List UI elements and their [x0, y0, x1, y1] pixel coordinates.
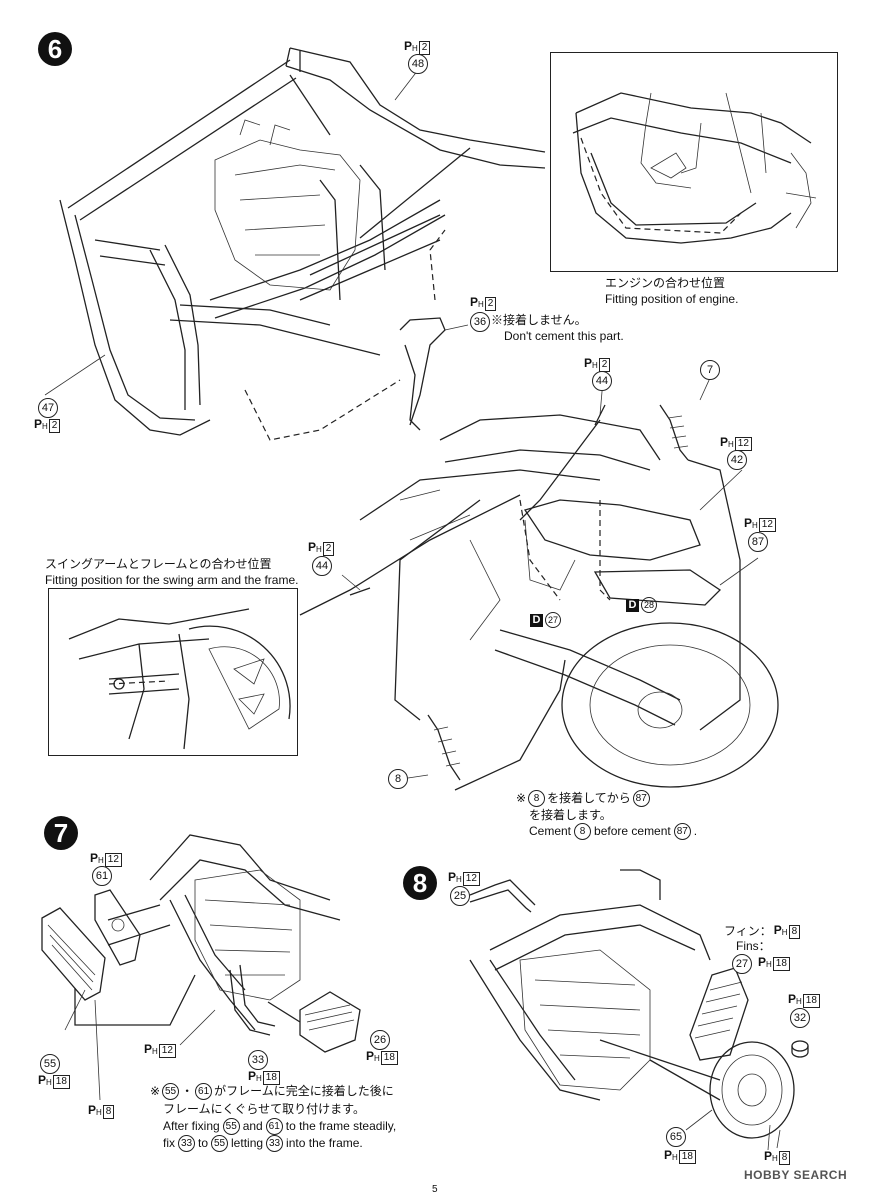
engine-inset-caption-en: Fitting position of engine.: [605, 292, 739, 306]
part-32: 32: [790, 1008, 810, 1028]
engine-inset-drawing: [572, 92, 817, 244]
step-6-number: 6: [38, 32, 72, 66]
swingarm-inset-caption-en: Fitting position for the swing arm and t…: [45, 573, 299, 587]
part-33: 33: [248, 1050, 268, 1070]
part-47: 47: [38, 398, 58, 418]
note-36-jp: ※接着しません。: [491, 313, 587, 327]
swingarm-inset-drawing: [68, 608, 291, 750]
engine-fit-inset: エンジンの合わせ位置 Fitting position of engine.: [550, 52, 838, 306]
part-44-upper: 44: [592, 371, 612, 391]
part-48: 48: [408, 54, 428, 74]
part-25: 25: [450, 886, 470, 906]
part-87: 87: [748, 532, 768, 552]
swingarm-inset-caption-jp: スイングアームとフレームとの合わせ位置: [45, 557, 272, 571]
part-61: 61: [92, 866, 112, 886]
engine-inset-caption-jp: エンジンの合わせ位置: [605, 276, 726, 290]
part-36: 36: [470, 312, 490, 332]
part-42: 42: [727, 450, 747, 470]
part-65: 65: [666, 1127, 686, 1147]
step-7-number: 7: [44, 816, 78, 850]
part-7: 7: [700, 360, 720, 380]
note-36-en: Don't cement this part.: [504, 329, 624, 343]
part-55: 55: [40, 1054, 60, 1074]
fins-label-en: Fins：: [736, 939, 771, 953]
part-27: 27: [732, 954, 752, 974]
page-number: 5: [432, 1184, 438, 1195]
step-8-number: 8: [403, 866, 437, 900]
hobby-search-watermark: HOBBY SEARCH: [744, 1168, 848, 1182]
part-44-lower: 44: [312, 556, 332, 576]
part-26: 26: [370, 1030, 390, 1050]
note-step7-jp-2: フレームにくぐらせて取り付けます。: [163, 1102, 365, 1116]
note-cement-jp-2: を接着します。: [529, 808, 612, 822]
swingarm-fit-inset: [48, 588, 298, 756]
part-8: 8: [388, 769, 408, 789]
